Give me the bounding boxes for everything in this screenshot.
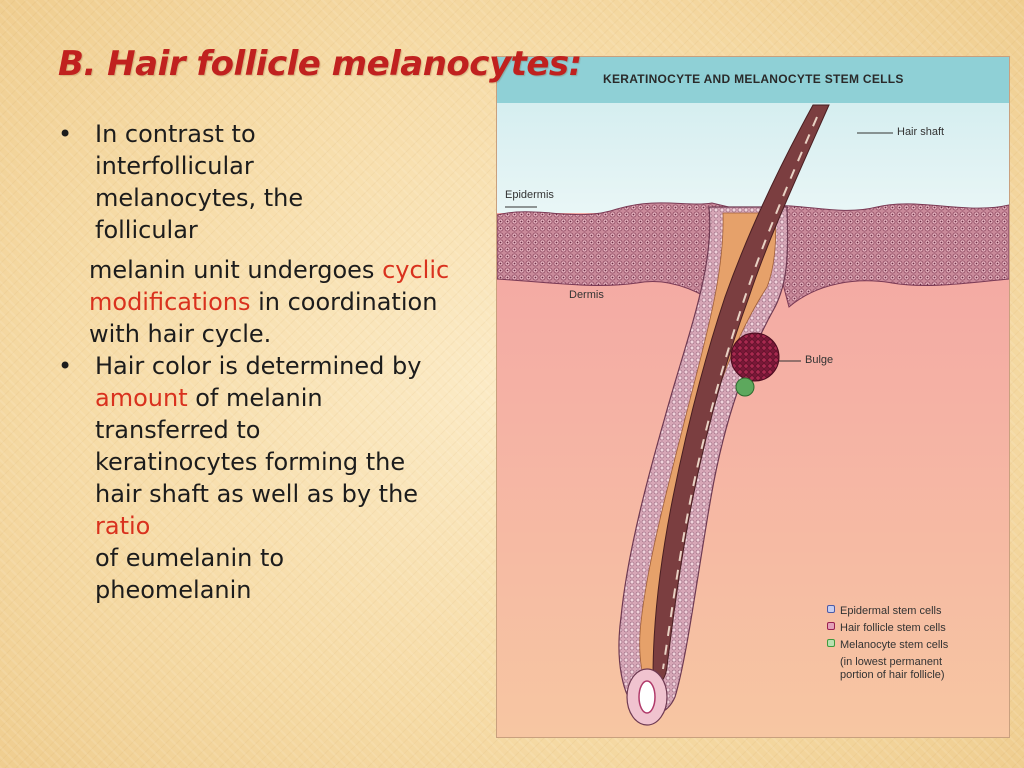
bullet-1-line-7: with hair cycle. (89, 320, 272, 348)
bullet-marker: • (58, 352, 73, 380)
bullet-2-text: Hair color is determined by (95, 352, 422, 380)
legend-note-2: portion of hair follicle) (840, 669, 945, 681)
highlight-modifications: modifications (89, 288, 251, 316)
bullet-1-line-5: melanin unit undergoes cyclic (58, 254, 498, 286)
bulge-cells (730, 332, 780, 382)
text-run: of melanin (187, 384, 323, 412)
bullet-2-line-3: transferred to (95, 416, 261, 444)
legend-note-1: (in lowest permanent (840, 656, 943, 668)
bullet-2-line-1: • Hair color is determined by (58, 350, 498, 382)
bullet-2-line-4: keratinocytes forming the (95, 448, 406, 476)
label-epidermis: Epidermis (505, 189, 554, 201)
bullet-1-line-6: modifications in coordination (58, 286, 498, 318)
figure-header: KERATINOCYTE AND MELANOCYTE STEM CELLS (497, 57, 1009, 103)
dermal-papilla (638, 680, 656, 714)
spacer (58, 246, 498, 254)
slide-title: B. Hair follicle melanocytes: (58, 44, 582, 84)
slide-body: • In contrast to interfollicular melanocy… (58, 118, 498, 606)
medulla-line (662, 116, 818, 670)
label-dermis: Dermis (569, 289, 604, 301)
epidermis-right (761, 203, 1009, 308)
figure-title: KERATINOCYTE AND MELANOCYTE STEM CELLS (603, 72, 904, 86)
legend-label: Hair follicle stem cells (840, 622, 946, 634)
text-run: melanin unit undergoes (89, 256, 383, 284)
bullet-1-line-4: follicular (95, 216, 198, 244)
bullet-1-line-2: interfollicular (95, 152, 254, 180)
text-run: in coordination (250, 288, 438, 316)
surface-area (497, 103, 1009, 213)
square-icon (827, 639, 835, 647)
highlight-amount: amount (95, 384, 188, 412)
label-hair-shaft: Hair shaft (897, 126, 945, 138)
bullet-1-text: In contrast to (95, 120, 256, 148)
bullet-2-line-5: hair shaft as well as by the (95, 480, 419, 508)
bullet-2-line-2: amount of melanin (58, 382, 498, 414)
label-bulge: Bulge (805, 354, 834, 366)
hair-follicle-illustration (497, 57, 1009, 737)
square-icon (827, 605, 835, 613)
bullet-2-line-8: pheomelanin (95, 576, 252, 604)
melanocyte-stem-cell-cluster (735, 377, 755, 397)
legend-follicle: Hair follicle stem cells (827, 622, 948, 639)
bullet-marker: • (58, 120, 73, 148)
legend-label: Melanocyte stem cells (840, 639, 949, 651)
figure-legend: Epidermal stem cells Hair follicle stem … (827, 605, 948, 682)
highlight-cyclic: cyclic (382, 256, 450, 284)
square-icon (827, 622, 835, 630)
bullet-2-line-7: of eumelanin to (95, 544, 285, 572)
legend-melanocyte: Melanocyte stem cells (827, 639, 948, 656)
highlight-ratio: ratio (95, 512, 151, 540)
legend-epidermal: Epidermal stem cells (827, 605, 948, 622)
hair-follicle-figure: KERATINOCYTE AND MELANOCYTE STEM CELLS H… (496, 56, 1010, 738)
bullet-1-line-3: melanocytes, the (95, 184, 304, 212)
bullet-1-line-1: • In contrast to (58, 118, 498, 150)
legend-label: Epidermal stem cells (840, 605, 942, 617)
